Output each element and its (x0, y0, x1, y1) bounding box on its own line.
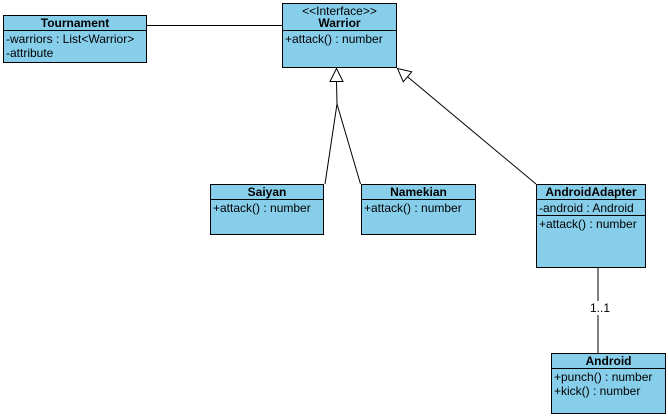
class-saiyan[interactable]: Saiyan +attack() : number (210, 184, 324, 235)
class-android-title: Android (552, 354, 665, 369)
class-warrior-methods: +attack() : number (283, 31, 396, 46)
class-tournament-title: Tournament (4, 16, 146, 31)
class-androidadapter-attributes: -android : Android (537, 200, 645, 216)
method-item: +punch() : number (554, 370, 653, 384)
method-item: +attack() : number (539, 217, 637, 231)
generalization-arrowhead-androidadapter-icon[interactable] (396, 67, 413, 83)
method-item: +attack() : number (364, 201, 462, 215)
class-saiyan-title: Saiyan (211, 185, 323, 200)
class-androidadapter-methods: +attack() : number (537, 216, 645, 231)
class-warrior-title: <<Interface>> Warrior (283, 4, 396, 31)
class-namekian-methods: +attack() : number (362, 200, 475, 215)
generalization-saiyan-warrior-line[interactable] (324, 103, 338, 185)
generalization-namekian-warrior-line[interactable] (336, 103, 361, 185)
class-namekian-title: Namekian (362, 185, 475, 200)
class-tournament[interactable]: Tournament -warriors : List<Warrior> -at… (3, 15, 147, 63)
class-androidadapter[interactable]: AndroidAdapter -android : Android +attac… (536, 184, 646, 268)
method-item: +attack() : number (213, 201, 311, 215)
class-warrior-name: Warrior (318, 16, 361, 30)
attribute-item: -warriors : List<Warrior> (6, 32, 135, 46)
class-warrior-stereotype: <<Interface>> (302, 4, 377, 18)
class-android-methods: +punch() : number +kick() : number (552, 369, 665, 398)
generalization-arrowhead-warrior-icon[interactable] (329, 67, 344, 82)
class-tournament-attributes: -warriors : List<Warrior> -attribute (4, 31, 146, 60)
method-item: +attack() : number (285, 32, 383, 46)
class-warrior[interactable]: <<Interface>> Warrior +attack() : number (282, 3, 397, 68)
attribute-item: -android : Android (539, 201, 634, 215)
method-item: +kick() : number (554, 384, 641, 398)
multiplicity-label: 1..1 (589, 301, 612, 315)
generalization-stem-line[interactable] (336, 81, 338, 105)
attribute-item: -attribute (6, 46, 54, 60)
class-saiyan-methods: +attack() : number (211, 200, 323, 215)
class-androidadapter-title: AndroidAdapter (537, 185, 645, 200)
class-android[interactable]: Android +punch() : number +kick() : numb… (551, 353, 666, 414)
class-namekian[interactable]: Namekian +attack() : number (361, 184, 476, 235)
generalization-androidadapter-warrior-line[interactable] (407, 76, 537, 185)
